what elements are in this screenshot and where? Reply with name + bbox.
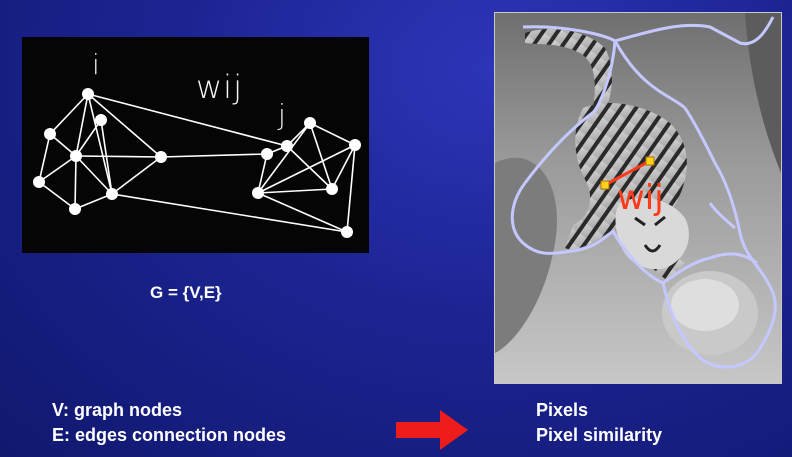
legend-pixels: Pixels (536, 400, 589, 420)
graph-node-i (82, 88, 94, 100)
graph-edge (75, 119, 102, 157)
graph-edge (87, 93, 162, 158)
graph-edge (257, 188, 333, 194)
graph-edge (38, 181, 76, 210)
rock-shadow (495, 157, 557, 353)
tiger-tail (525, 28, 612, 108)
graph-edge (75, 155, 162, 158)
graph-node (106, 188, 118, 200)
graph-edge (257, 144, 356, 194)
graph-node (95, 114, 107, 126)
graph-edge (111, 156, 162, 195)
segmentation-outline (510, 16, 777, 369)
graph-edge (49, 93, 89, 135)
graph-node (326, 183, 338, 195)
graph-node (69, 203, 81, 215)
node-i-label: i (92, 48, 100, 81)
graph-node (155, 151, 167, 163)
graph-edge (257, 153, 268, 194)
graph-node (70, 150, 82, 162)
tiger-image-panel: wij (494, 12, 782, 384)
graph-formula: G = {V,E} (150, 283, 222, 302)
graph-edge (87, 93, 288, 147)
tiger-head (615, 198, 689, 270)
pixel-node-marker (600, 180, 610, 190)
graph-edge (38, 155, 77, 183)
pixel-node-marker (645, 156, 655, 166)
graph-edge (75, 93, 89, 157)
graph-node (252, 187, 264, 199)
graph-edges-and-nodes (33, 88, 361, 238)
edge-weight-label: wij (196, 68, 243, 106)
rock-shadow (745, 13, 781, 173)
graph-edge (309, 122, 356, 146)
graph-edge (87, 93, 113, 195)
legend-pixel-similarity: Pixel similarity (536, 425, 663, 445)
graph-legend: V: graph nodes E: edges connection nodes (52, 398, 286, 448)
graph-edges (38, 93, 356, 233)
pixel-similarity-edge (604, 159, 651, 187)
graph-edge (111, 193, 348, 233)
graph-edge (257, 122, 311, 194)
ball-highlight (671, 279, 739, 331)
graph-edge (257, 192, 348, 233)
graph-diagram: i wij j (22, 37, 369, 253)
graph-edge (74, 193, 113, 210)
graph-node (349, 139, 361, 151)
image-legend: Pixels Pixel similarity (536, 398, 662, 448)
legend-nodes: V: graph nodes (52, 400, 183, 420)
graph-edge (38, 133, 51, 183)
graph-node (281, 140, 293, 152)
node-j-label: j (278, 98, 286, 131)
graph-node (44, 128, 56, 140)
graph-node-j (304, 117, 316, 129)
graph-node (33, 176, 45, 188)
tiger-photo: wij (495, 13, 781, 383)
graph-edge (160, 153, 268, 158)
graph-edge (346, 144, 356, 233)
right-arrow-icon (396, 410, 468, 450)
graph-node (341, 226, 353, 238)
graph-nodes (33, 88, 361, 238)
graph-edge (75, 155, 113, 195)
pixel-weight-label: wij (617, 178, 664, 218)
tiger-face (634, 215, 666, 253)
graph-edge (309, 122, 333, 190)
graph-edge (74, 155, 77, 210)
graph-node (261, 148, 273, 160)
legend-edges: E: edges connection nodes (52, 425, 287, 445)
graph-edge (331, 144, 356, 190)
